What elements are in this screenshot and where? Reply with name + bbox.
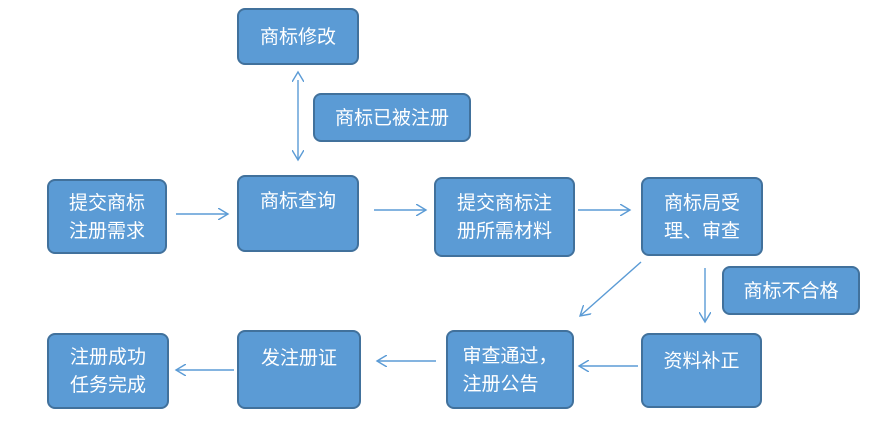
box-supplement-materials: 资料补正 <box>641 333 762 408</box>
box-trademark-search: 商标查询 <box>237 175 359 252</box>
box-submit-materials: 提交商标注 册所需材料 <box>434 177 575 257</box>
box-label: 审查通过， 注册公告 <box>462 344 558 395</box>
box-label: 商标查询 <box>259 190 336 212</box>
box-label: 商标修改 <box>259 25 336 48</box>
arrow-office-to-approved <box>580 261 642 316</box>
box-issue-certificate: 发注册证 <box>237 330 361 409</box>
box-nonconforming: 商标不合格 <box>722 266 860 315</box>
box-office-accept-review: 商标局受 理、审查 <box>641 177 763 256</box>
box-label: 商标已被注册 <box>334 106 449 129</box>
box-trademark-modify: 商标修改 <box>237 8 359 65</box>
box-label: 资料补正 <box>663 350 740 372</box>
box-submit-trademark-need: 提交商标 注册需求 <box>47 179 167 254</box>
box-label: 注册成功 任务完成 <box>69 346 146 396</box>
box-label: 商标不合格 <box>743 279 839 302</box>
box-label: 提交商标 注册需求 <box>68 191 145 242</box>
box-label: 商标局受 理、审查 <box>663 191 740 242</box>
box-trademark-registered-already: 商标已被注册 <box>313 93 471 142</box>
box-label: 发注册证 <box>260 347 337 369</box>
box-task-complete: 注册成功 任务完成 <box>47 333 169 409</box>
box-approved-announcement: 审查通过， 注册公告 <box>446 330 574 409</box>
box-label: 提交商标注 册所需材料 <box>456 192 552 242</box>
